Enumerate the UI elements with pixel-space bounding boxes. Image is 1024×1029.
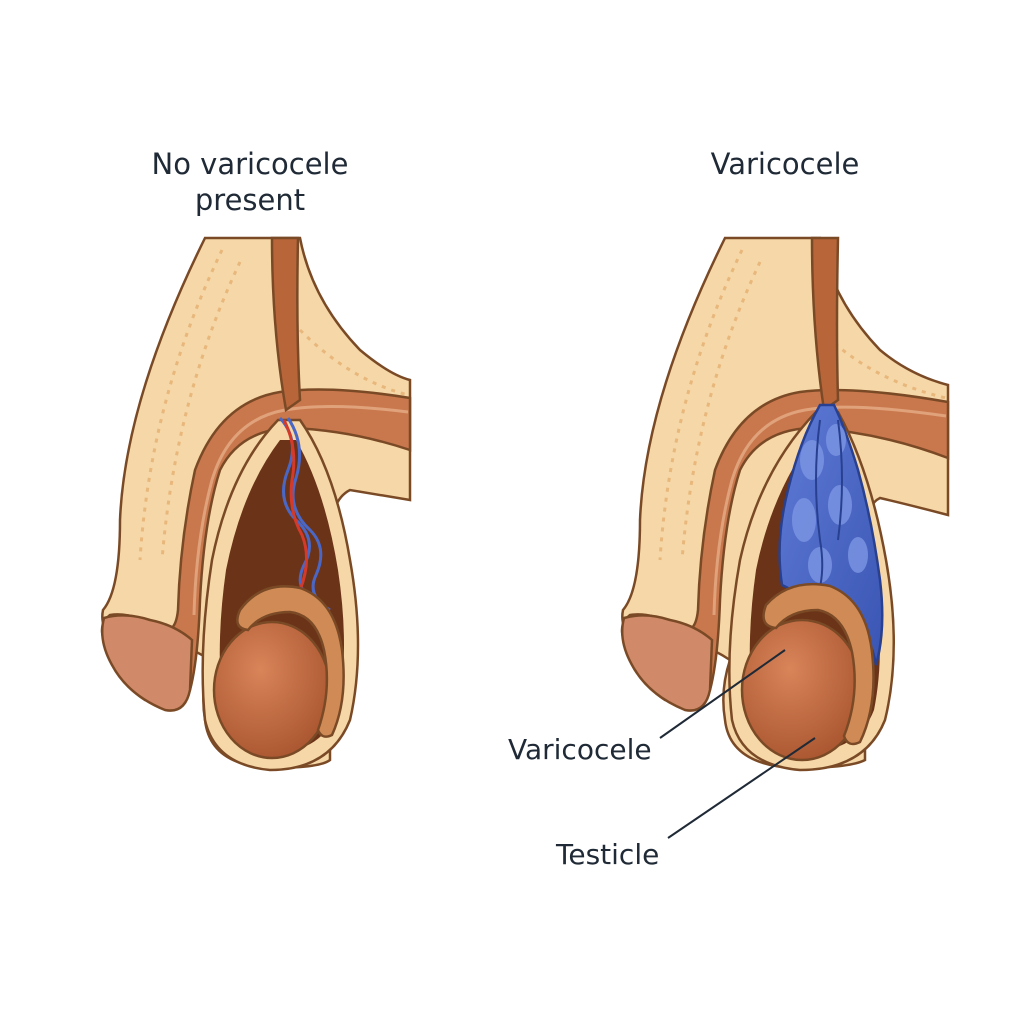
label-varicocele: Varicocele	[508, 733, 652, 766]
panel-title-right: Varicocele	[710, 147, 860, 181]
panel-title-left: No varicocele present	[151, 147, 349, 217]
label-testicle: Testicle	[556, 838, 660, 871]
spermatic-cord	[270, 236, 302, 413]
epididymis	[762, 582, 875, 746]
callout-line-testicle	[667, 737, 816, 839]
epididymis	[236, 585, 345, 738]
testicle	[212, 620, 332, 760]
varicocele-anatomy	[620, 236, 950, 772]
artery	[282, 419, 308, 591]
normal-anatomy	[100, 236, 412, 772]
glans	[621, 614, 714, 712]
vein	[286, 417, 331, 612]
glans	[101, 614, 194, 712]
callout-line-varicocele	[659, 649, 786, 739]
